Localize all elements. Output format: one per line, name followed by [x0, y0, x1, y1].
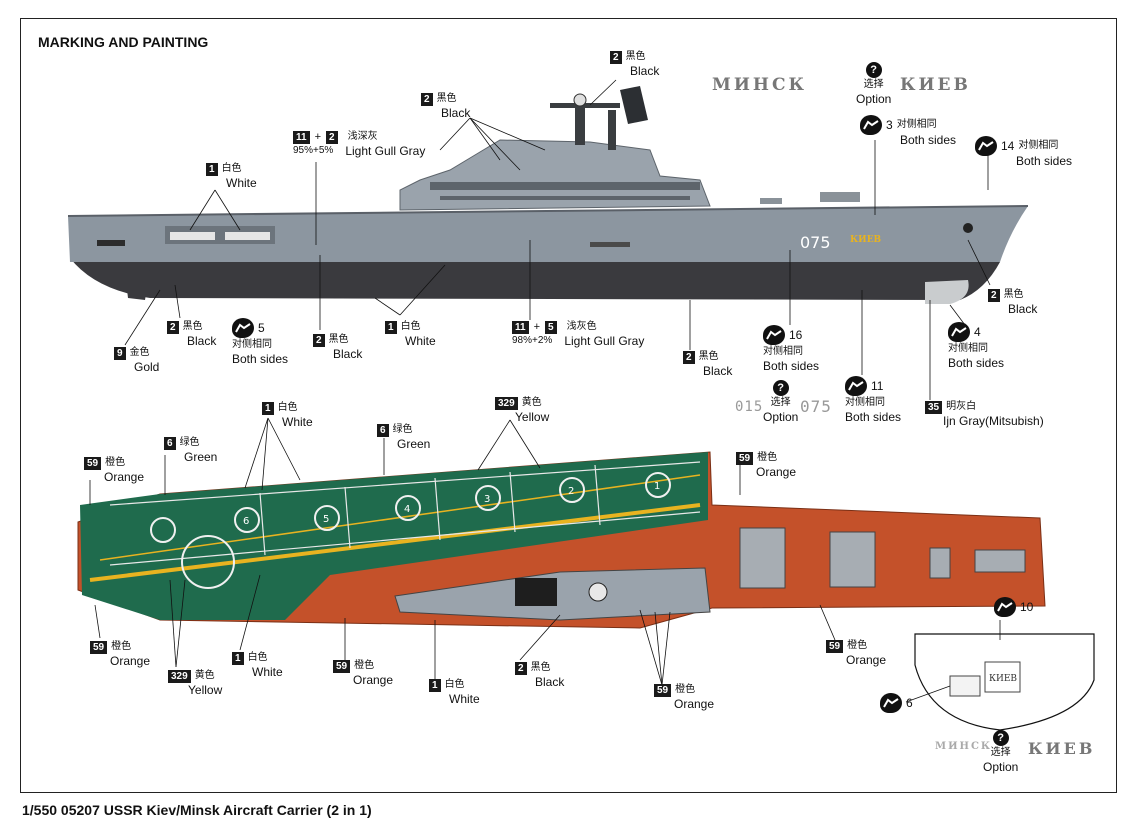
decal-icon [232, 318, 254, 338]
svg-text:КИЕВ: КИЕВ [850, 235, 882, 245]
deck-spot-number: 5 [323, 514, 329, 525]
hull-number: 075 [800, 233, 831, 252]
diagram-frame [20, 18, 1117, 793]
top-leader-lines [89, 417, 1001, 703]
option-minsk-stencil-bottom: МИНСК [935, 741, 993, 752]
decal-icon [948, 322, 970, 342]
question-icon: ? [865, 62, 882, 78]
island-base [399, 139, 711, 211]
page-footer: 1/550 05207 USSR Kiev/Minsk Aircraft Car… [22, 802, 372, 818]
option-075-stencil: 075 [800, 397, 832, 416]
callout-decal-10: 10 [994, 597, 1033, 617]
side-view-ship: 075 КИЕВ [67, 86, 1029, 304]
hull-upper-gray [68, 206, 1028, 262]
question-icon: ? [992, 730, 1009, 746]
callout-decal-11: 11 对侧相同 Both sides [845, 376, 901, 424]
deck-spot-number: 4 [404, 504, 410, 515]
callout-decal-4: 4 对侧相同 Both sides [948, 322, 1004, 370]
option-015-stencil: 015 [735, 399, 764, 415]
stern-plate-text: КИЕВ [989, 674, 1017, 684]
decal-icon [975, 136, 997, 156]
question-icon: ? [772, 380, 789, 396]
callout-decal-6: 6 [880, 693, 913, 713]
option-minsk-stencil: МИНСК [712, 75, 807, 95]
top-view-deck [77, 451, 1046, 629]
deck-spot-number: 1 [654, 481, 660, 492]
option-kiev-stencil: КИЕВ [900, 75, 971, 95]
deck-spot-number: 2 [568, 486, 574, 497]
callout-option-mid: ? 选择 Option [763, 380, 799, 424]
hull-lower-black [70, 258, 1000, 300]
callout-option-bottom: ? 选择 Option [983, 730, 1019, 774]
decal-icon [845, 376, 867, 396]
option-kiev-stencil-bottom: КИЕВ [1028, 739, 1096, 758]
decal-icon [994, 597, 1016, 617]
deck-spot-number: 6 [243, 516, 249, 527]
deck-green [80, 452, 708, 620]
bow-bulb [925, 280, 969, 304]
callout-decal-5: 5 对侧相同 Both sides [232, 318, 288, 366]
callout-decal-16: 16 对侧相同 Both sides [763, 325, 819, 373]
decal-icon [880, 693, 902, 713]
helo-spots [150, 472, 671, 589]
page-heading: MARKING AND PAINTING [38, 34, 209, 50]
deck-spot-number: 3 [484, 494, 490, 505]
decal-icon [860, 115, 882, 135]
callout-option-top: ? 选择 Option [856, 62, 892, 106]
side-leader-lines [124, 79, 991, 400]
decal-icon [763, 325, 785, 345]
